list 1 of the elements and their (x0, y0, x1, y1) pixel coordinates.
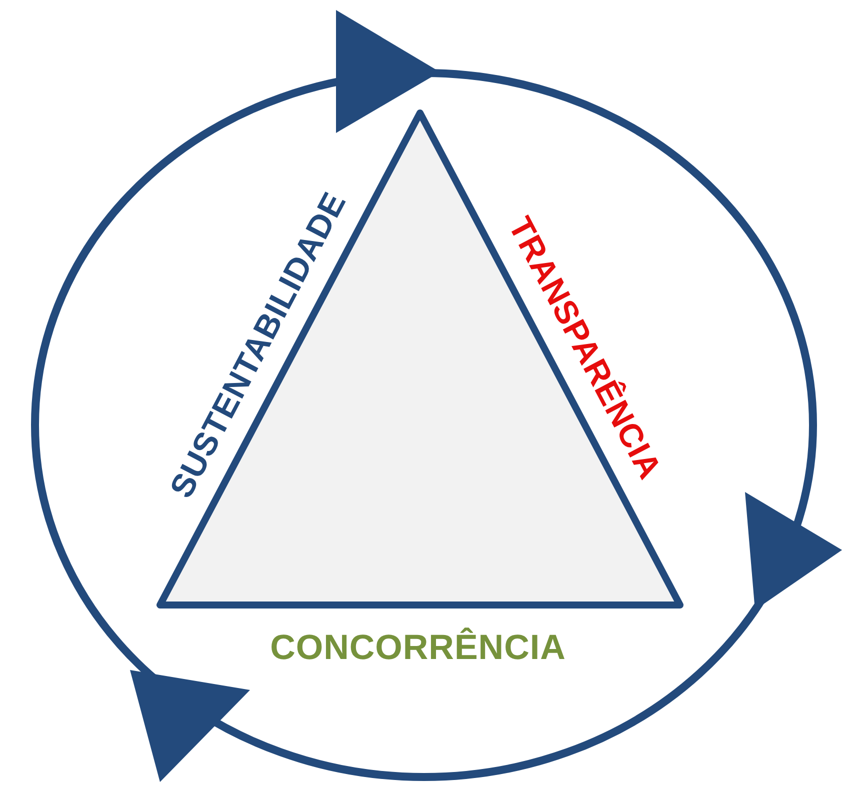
side-label: CONCORRÊNCIA (270, 628, 566, 668)
